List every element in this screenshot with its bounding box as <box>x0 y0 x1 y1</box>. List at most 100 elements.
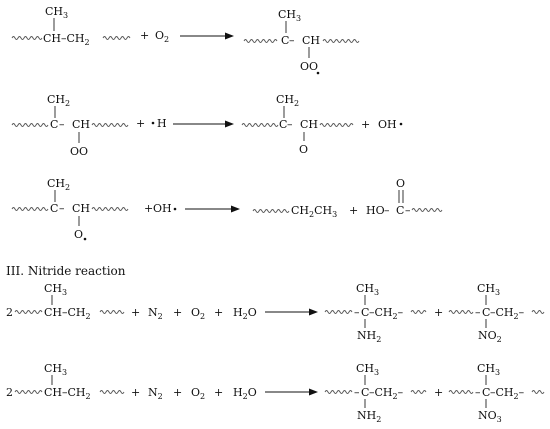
dash: – <box>475 306 481 319</box>
radical-dot <box>151 121 155 125</box>
row3-product-carboxyl: HO – C – O <box>366 177 443 217</box>
plus-sign: + <box>214 306 223 319</box>
radical-dot <box>316 71 320 75</box>
amine-label: NH2 <box>357 409 381 424</box>
methyl-label: CH3 <box>356 362 379 377</box>
plus-sign: + <box>144 202 153 215</box>
water-label: H2O <box>233 386 257 401</box>
polymer-chain-wave <box>99 390 125 394</box>
row4-product-nitro: – C –CH2– CH3 NO2 <box>448 282 545 344</box>
oxygen-label: O2 <box>155 29 169 44</box>
methyl-label: CH3 <box>44 362 67 377</box>
dash: – <box>354 306 360 319</box>
methylene-label: CH2 <box>47 93 70 108</box>
plus-sign: + <box>140 29 149 42</box>
polymer-chain-wave <box>11 207 49 211</box>
coefficient-label: 2 <box>6 386 13 399</box>
row1-product: C – CH CH3 OO <box>243 8 360 75</box>
row3-reactant: C – CH CH2 O <box>11 177 129 241</box>
section-heading: III. Nitride reaction <box>6 264 126 278</box>
amine-label: NH2 <box>357 329 381 344</box>
plus-sign: + <box>434 386 443 399</box>
carbon-label: C <box>279 118 287 131</box>
carbon-label: C <box>361 386 369 399</box>
radical-dot <box>83 237 87 241</box>
row1-reactant: CH–CH2 CH3 <box>11 5 131 47</box>
nitro-label: NO2 <box>478 329 502 344</box>
dash: – <box>384 204 390 217</box>
oxygen-label: O2 <box>191 306 205 321</box>
ch-ch2-label: –CH2– <box>490 306 525 321</box>
polymer-chain-wave <box>11 123 49 127</box>
hydrogen-label: H <box>157 117 167 130</box>
ch-label: CH <box>300 118 318 131</box>
dash: – <box>405 204 411 217</box>
polymer-chain-wave <box>322 39 360 43</box>
dash: – <box>59 202 65 215</box>
polymer-chain-wave <box>14 390 43 394</box>
row3-product-ethyl: CH2CH3 <box>252 204 337 219</box>
reaction-arrow <box>265 308 318 316</box>
methylene-label: CH2 <box>47 177 70 192</box>
ch-label: CH <box>72 202 90 215</box>
carbon-label: C <box>281 34 289 47</box>
hydroxyl-label: OH <box>378 118 397 131</box>
ch-label: CH <box>72 118 90 131</box>
reaction-arrow <box>180 32 234 40</box>
methyl-label: CH3 <box>45 5 68 20</box>
oxygen-label: O2 <box>191 386 205 401</box>
polymer-chain-wave <box>319 123 354 127</box>
reaction-arrow <box>185 205 240 213</box>
hydroxyl-label: OH <box>153 202 172 215</box>
carbon-label: C <box>396 204 404 217</box>
ch-ch2-label: –CH2– <box>369 306 404 321</box>
dash: – <box>354 386 360 399</box>
ch-ch2-label: –CH2– <box>369 386 404 401</box>
methyl-label: CH3 <box>356 282 379 297</box>
nitrate-label: NO3 <box>478 409 502 424</box>
plus-sign: + <box>349 204 358 217</box>
carbon-label: C <box>361 306 369 319</box>
radical-dot <box>399 122 403 126</box>
polymer-chain-wave <box>448 390 474 394</box>
ho-label: HO <box>366 204 385 217</box>
nitrogen-label: N2 <box>148 306 163 321</box>
methylene-label: CH2 <box>276 93 299 108</box>
row2-reactant: C – CH CH2 OO <box>11 93 129 158</box>
dash: – <box>475 386 481 399</box>
row5-reactant: 2 CH–CH2 CH3 <box>6 362 125 401</box>
plus-sign: + <box>361 118 370 131</box>
carbon-label: C <box>482 306 490 319</box>
polymer-chain-wave <box>448 310 474 314</box>
oxygen-atom-label: O <box>299 143 308 156</box>
carbon-label: C <box>482 386 490 399</box>
methyl-label: CH3 <box>477 362 500 377</box>
dash: – <box>287 118 293 131</box>
coefficient-label: 2 <box>6 306 13 319</box>
row4-reactant: 2 CH–CH2 CH3 <box>6 282 125 321</box>
ch-ch2-label: CH–CH2 <box>44 306 91 321</box>
plus-sign: + <box>131 386 140 399</box>
polymer-chain-wave <box>241 123 279 127</box>
polymer-chain-wave <box>531 390 545 394</box>
polymer-chain-wave <box>243 39 278 43</box>
row2-product: C – CH CH2 O <box>241 93 354 156</box>
polymer-chain-wave <box>14 310 43 314</box>
polymer-chain-wave <box>324 310 353 314</box>
peroxy-label: OO <box>300 60 318 73</box>
radical-dot <box>173 207 177 211</box>
plus-sign: + <box>131 306 140 319</box>
oxygen-atom-label: O <box>396 177 405 190</box>
plus-sign: + <box>173 386 182 399</box>
carbon-label: C <box>50 202 58 215</box>
ch-label: CH <box>302 34 320 47</box>
row5-product-amine: – C –CH2– CH3 NH2 <box>324 362 427 424</box>
polymer-chain-wave <box>91 207 129 211</box>
dash: – <box>59 118 65 131</box>
ch-ch2-label: CH–CH2 <box>43 32 90 47</box>
ch-ch2-label: CH–CH2 <box>44 386 91 401</box>
polymer-chain-wave <box>411 208 443 212</box>
polymer-chain-wave <box>531 310 545 314</box>
ethyl-label: CH2CH3 <box>291 204 337 219</box>
